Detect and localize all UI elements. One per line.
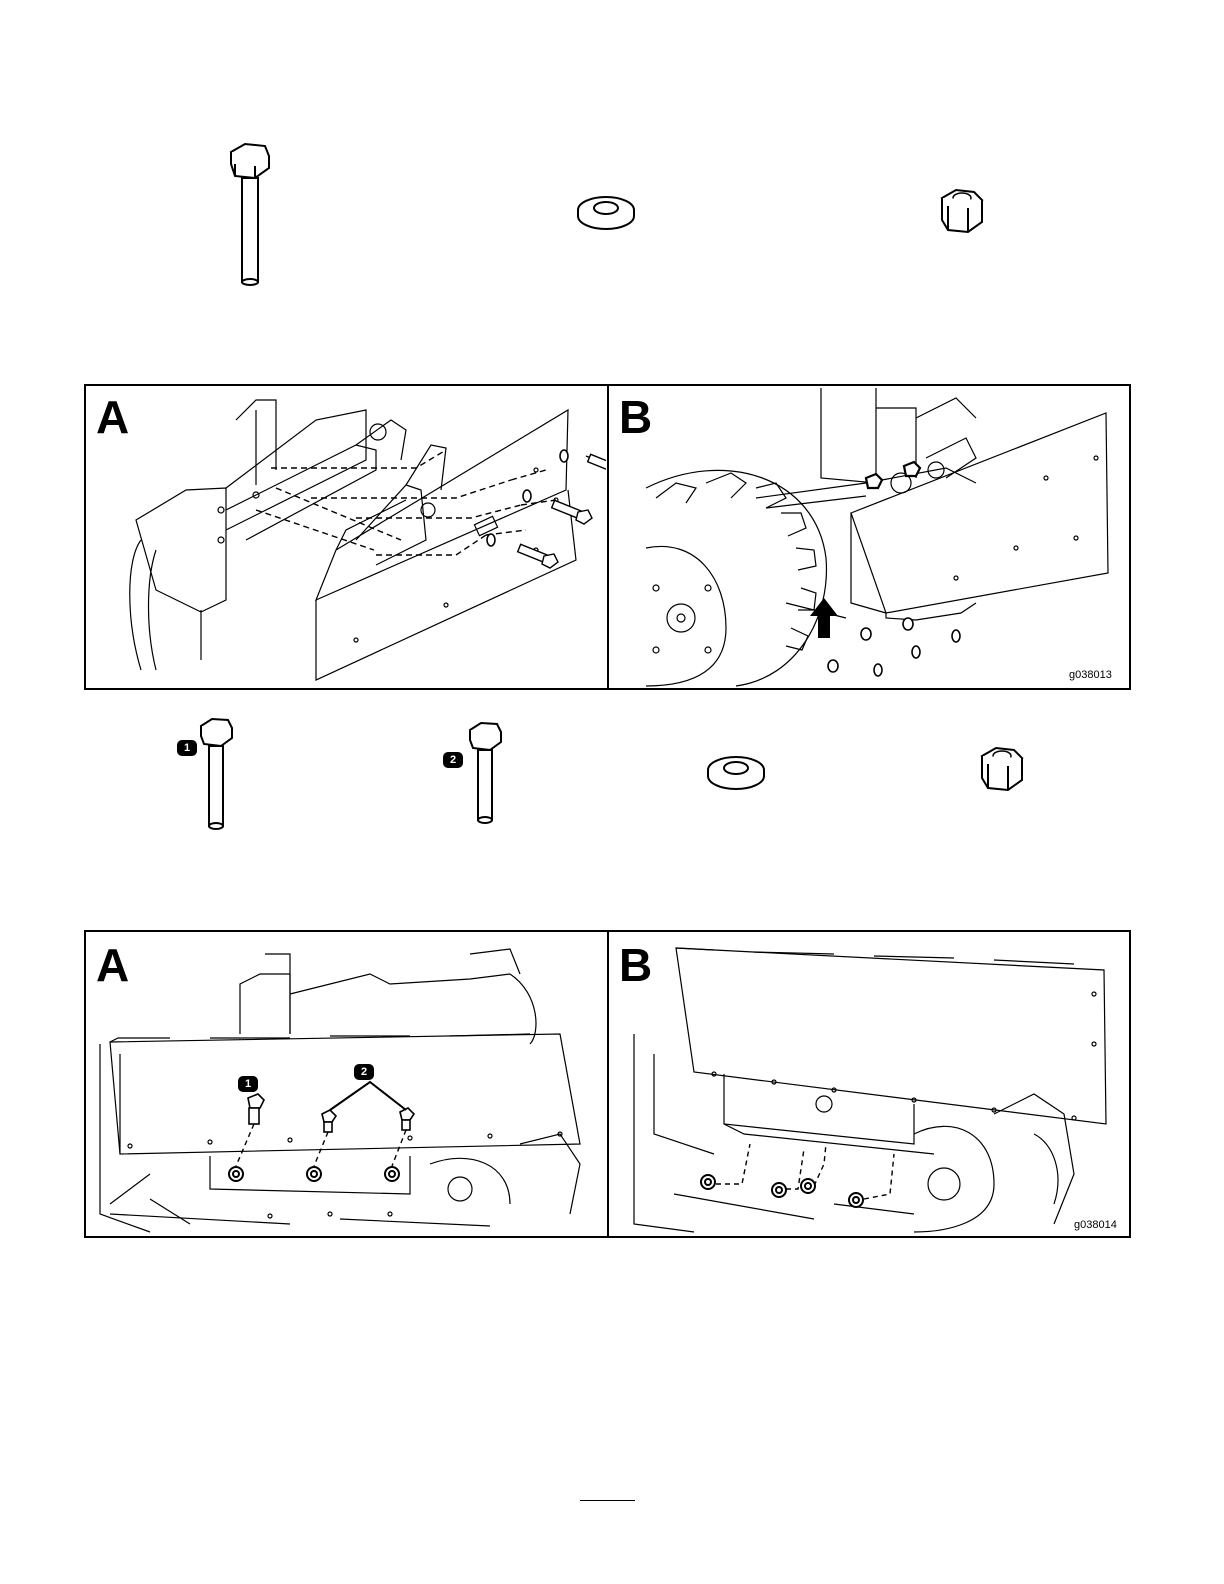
figure-2-callout-2: 2 bbox=[354, 1064, 374, 1080]
figure-1-panel-b-drawing bbox=[616, 388, 1131, 688]
hardware-row-1 bbox=[0, 130, 1224, 290]
lock-nut-icon bbox=[936, 184, 988, 240]
hardware-row-2: 1 2 bbox=[0, 712, 1224, 832]
hex-bolt-icon bbox=[465, 718, 505, 826]
figure-2-callout-1: 1 bbox=[238, 1076, 258, 1092]
hex-bolt-icon bbox=[225, 138, 275, 288]
figure-1-divider bbox=[607, 386, 609, 688]
flat-washer-icon bbox=[705, 752, 767, 792]
callout-1: 1 bbox=[177, 740, 197, 756]
figure-2-divider bbox=[607, 932, 609, 1236]
figure-1-code: g038013 bbox=[1069, 669, 1112, 681]
lock-nut-icon bbox=[976, 742, 1028, 798]
figure-2-code: g038014 bbox=[1074, 1219, 1117, 1231]
figure-2-panel-a-drawing bbox=[90, 934, 606, 1236]
figure-1-panel-a-drawing bbox=[116, 390, 606, 688]
footer-rule bbox=[580, 1500, 635, 1501]
figure-2: A bbox=[84, 930, 1131, 1238]
figure-2-panel-b-drawing bbox=[614, 934, 1130, 1236]
callout-2: 2 bbox=[443, 752, 463, 768]
flat-washer-icon bbox=[575, 192, 637, 232]
hex-bolt-icon bbox=[196, 714, 236, 832]
figure-1: A bbox=[84, 384, 1131, 690]
